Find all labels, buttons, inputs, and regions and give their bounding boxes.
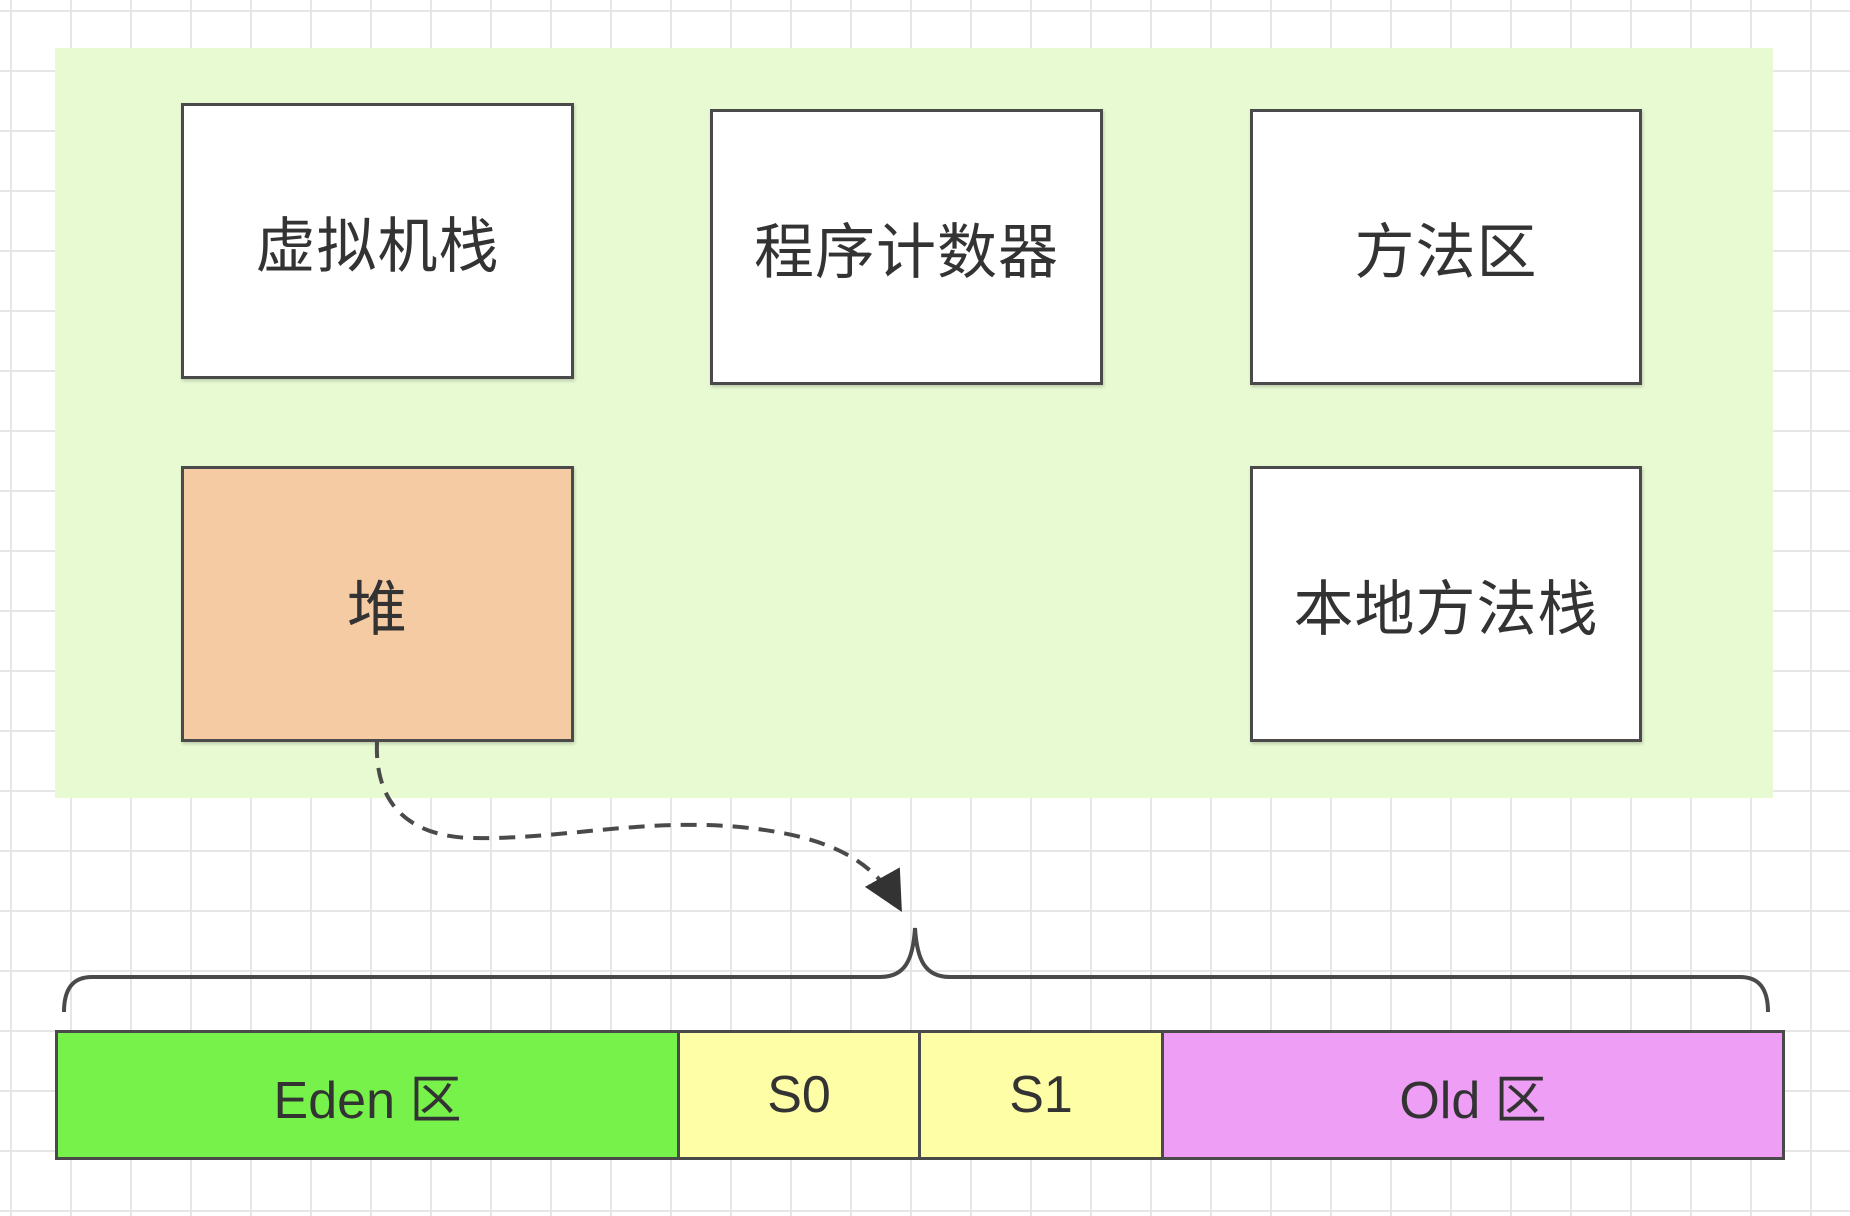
- heap-arrow: [374, 741, 902, 912]
- eden-label: Eden 区: [273, 1071, 462, 1130]
- s0-segment: S0: [677, 1030, 921, 1160]
- native-method-stack-label: 本地方法栈: [1293, 574, 1599, 645]
- vm-stack-box: 虚拟机栈: [181, 103, 574, 379]
- program-counter-box: 程序计数器: [710, 109, 1103, 385]
- heap-brace: [62, 927, 1770, 1013]
- method-area-box: 方法区: [1250, 109, 1642, 385]
- s0-label: S0: [767, 1066, 831, 1124]
- vm-stack-label: 虚拟机栈: [255, 211, 500, 282]
- heap-label: 堆: [347, 574, 408, 645]
- s1-segment: S1: [918, 1030, 1164, 1160]
- method-area-label: 方法区: [1354, 217, 1538, 288]
- old-segment: Old 区: [1161, 1030, 1785, 1160]
- s1-label: S1: [1009, 1066, 1073, 1124]
- program-counter-label: 程序计数器: [754, 217, 1059, 288]
- native-method-stack-box: 本地方法栈: [1250, 466, 1642, 742]
- heap-box: 堆: [181, 466, 574, 742]
- old-label: Old 区: [1399, 1071, 1547, 1130]
- eden-segment: Eden 区: [55, 1030, 680, 1160]
